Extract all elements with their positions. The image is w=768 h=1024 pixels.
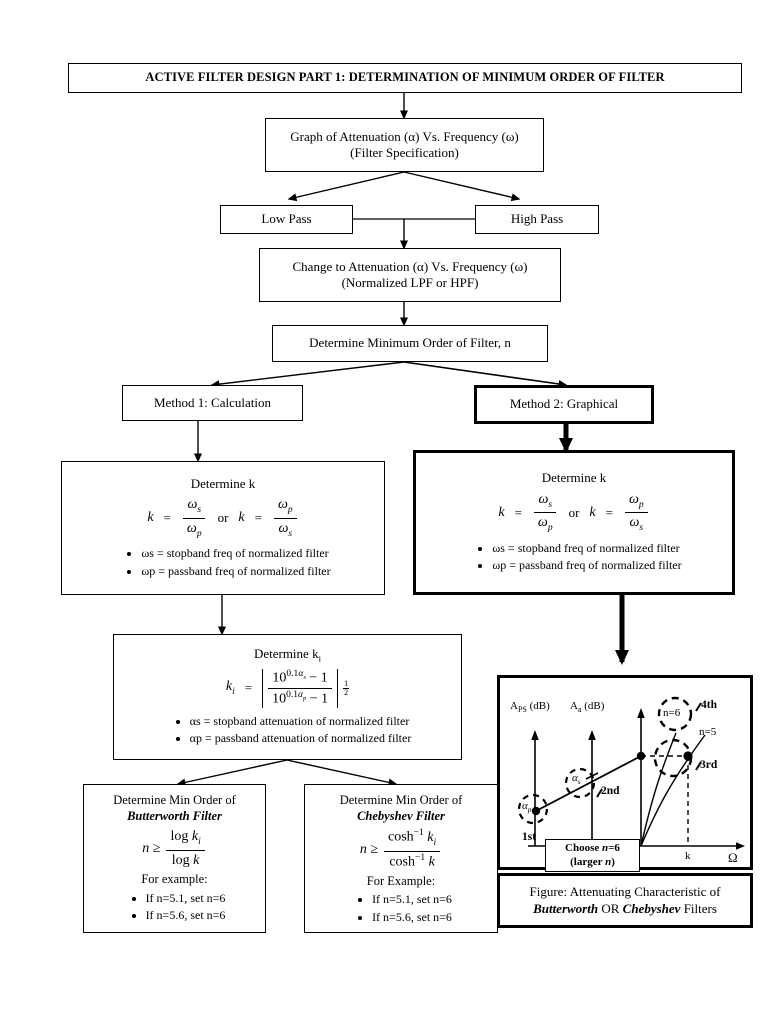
chebyshev-example-label: For Example:	[366, 873, 436, 888]
graph-choose-n-box: Choose n=6 (larger n)	[545, 839, 640, 872]
butterworth-lhs: n ≥	[142, 841, 161, 857]
graph-step-1st: 1st	[522, 831, 537, 843]
graph-marker-alpha-p: αp	[522, 800, 532, 815]
chebyshev-line2: Chebyshev Filter	[357, 808, 445, 823]
graph-step-3rd: 3rd	[700, 759, 718, 771]
determine-k-left-heading: Determine k	[190, 475, 256, 491]
graph-x-tick-k: k	[685, 850, 691, 862]
title-banner: ACTIVE FILTER DESIGN PART 1: DETERMINATI…	[68, 63, 742, 93]
chebyshev-lhs: n ≥	[359, 841, 378, 857]
k-right-fraction-1: ωs ωp	[534, 491, 557, 535]
node-determine-k-left: Determine k k = ωs ωp or k = ωp ωs ωs = …	[61, 461, 385, 595]
graph-axis-label-left: APS (dB)	[510, 700, 550, 715]
ki-fraction: 100.1αs − 1 100.1αp − 1	[268, 669, 332, 708]
graph-axis-label-mid: Aa (dB)	[570, 700, 605, 715]
ki-bullet-0: αs = stopband attenuation of normalized …	[190, 713, 412, 730]
butterworth-fraction: log ki log k	[166, 828, 205, 869]
graph-spec-line2: (Filter Specification)	[350, 145, 459, 160]
chebyshev-fraction: cosh−1 ki cosh−1 k	[384, 828, 441, 871]
node-graph-specification: Graph of Attenuation (α) Vs. Frequency (…	[265, 118, 544, 172]
method-2-label: Method 2: Graphical	[509, 396, 619, 412]
graph-marker-alpha-s: αs	[572, 772, 581, 787]
k-left-fraction-2: ωp ωs	[273, 496, 297, 540]
k-right-fraction-2: ωp ωs	[624, 491, 648, 535]
method-1-label: Method 1: Calculation	[154, 394, 271, 410]
k-left-lhs-2: k	[238, 510, 245, 526]
graph-curve-n6: n=6	[663, 707, 681, 719]
k-left-bullet-1: ωp = passband freq of normalized filter	[141, 563, 330, 580]
node-determine-ki: Determine ki ki = 100.1αs − 1 100.1αp − …	[113, 634, 462, 760]
k-left-or: or	[217, 510, 229, 526]
ki-absolute-value: 100.1αs − 1 100.1αp − 1	[262, 668, 339, 709]
determine-ki-bullets: αs = stopband attenuation of normalized …	[164, 713, 412, 748]
node-determine-k-right: Determine k k = ωs ωp or k = ωp ωs ωs = …	[413, 450, 735, 595]
determine-order-text: Determine Minimum Order of Filter, n	[309, 335, 511, 351]
node-high-pass: High Pass	[475, 205, 599, 234]
caption-butterworth: Butterworth	[533, 900, 599, 916]
chebyshev-example-1: If n=5.6, set n=6	[372, 909, 452, 926]
graph-svg	[517, 696, 745, 850]
node-chebyshev-order: Determine Min Order of Chebyshev Filter …	[304, 784, 498, 933]
graph-spec-line1: Graph of Attenuation (α) Vs. Frequency (…	[290, 128, 519, 144]
node-method-1: Method 1: Calculation	[122, 385, 303, 421]
butterworth-line1: Determine Min Order of	[113, 793, 236, 807]
ki-lhs: ki	[225, 679, 235, 697]
change-to-line1: Change to Attenuation (α) Vs. Frequency …	[292, 258, 528, 274]
k-right-lhs-1: k	[498, 504, 505, 520]
determine-ki-heading: Determine ki	[253, 646, 322, 664]
determine-order-label: Determine Minimum Order of Filter, n	[309, 335, 511, 351]
k-right-lhs-2: k	[589, 504, 596, 520]
butterworth-example-1: If n=5.6, set n=6	[146, 907, 226, 924]
figure-caption-box: Figure: Attenuating Characteristic of Bu…	[497, 873, 753, 928]
butterworth-line2: Butterworth Filter	[127, 808, 222, 823]
determine-k-left-bullets: ωs = stopband freq of normalized filter …	[115, 545, 330, 580]
caption-filters: Filters	[683, 900, 717, 916]
title-banner-text: ACTIVE FILTER DESIGN PART 1: DETERMINATI…	[145, 70, 665, 85]
caption-or: OR	[601, 900, 620, 916]
caption-chebyshev: Chebyshev	[622, 900, 681, 916]
graph-step-2nd: 2nd	[601, 785, 620, 797]
choose-n-line1: Choose n=6	[565, 841, 620, 854]
choose-n-line2: (larger n)	[570, 855, 615, 868]
determine-k-right-bullets: ωs = stopband freq of normalized filter …	[466, 540, 681, 575]
chebyshev-equation: n ≥ cosh−1 ki cosh−1 k	[360, 828, 442, 871]
butterworth-examples: If n=5.1, set n=6 If n=5.6, set n=6	[124, 890, 226, 925]
determine-k-right-equation: k = ωs ωp or k = ωp ωs	[498, 491, 649, 535]
node-butterworth-order: Determine Min Order of Butterworth Filte…	[83, 784, 266, 933]
determine-k-right-heading: Determine k	[541, 470, 607, 486]
k-right-bullet-0: ωs = stopband freq of normalized filter	[492, 540, 681, 557]
figure-graph-panel: APS (dB) Aa (dB) αp αs 1st 2nd 3rd 4th n…	[497, 675, 753, 872]
chebyshev-example-0: If n=5.1, set n=6	[372, 891, 452, 908]
k-right-or: or	[568, 504, 580, 520]
figure-caption-line1: Figure: Attenuating Characteristic of	[529, 883, 721, 899]
node-low-pass: Low Pass	[220, 205, 353, 234]
graph-step-4th: 4th	[701, 699, 717, 711]
figure-caption-line2: Butterworth OR Chebyshev Filters	[533, 901, 717, 918]
graph-plot-area: APS (dB) Aa (dB) αp αs 1st 2nd 3rd 4th n…	[500, 678, 750, 872]
k-left-bullet-0: ωs = stopband freq of normalized filter	[141, 545, 330, 562]
butterworth-example-0: If n=5.1, set n=6	[146, 890, 226, 907]
determine-k-left-equation: k = ωs ωp or k = ωp ωs	[147, 496, 298, 540]
graph-curve-n5: n=5	[699, 726, 717, 738]
low-pass-label: Low Pass	[261, 211, 312, 227]
k-left-fraction-1: ωs ωp	[183, 496, 206, 540]
high-pass-label: High Pass	[510, 211, 564, 227]
chebyshev-line1: Determine Min Order of	[339, 793, 463, 807]
node-change-to-attenuation: Change to Attenuation (α) Vs. Frequency …	[259, 248, 561, 302]
change-to-line2: (Normalized LPF or HPF)	[341, 275, 479, 290]
node-method-2: Method 2: Graphical	[474, 385, 654, 424]
chebyshev-examples: If n=5.1, set n=6 If n=5.6, set n=6	[350, 891, 452, 926]
butterworth-example-label: For example:	[141, 872, 208, 887]
node-determine-minimum-order: Determine Minimum Order of Filter, n	[272, 325, 548, 362]
k-left-lhs-1: k	[147, 510, 154, 526]
k-right-bullet-1: ωp = passband freq of normalized filter	[492, 557, 681, 574]
butterworth-equation: n ≥ log ki log k	[142, 828, 206, 869]
graph-x-axis-label: Ω	[728, 850, 738, 865]
ki-bullet-1: αp = passband attenuation of normalized …	[190, 730, 412, 747]
